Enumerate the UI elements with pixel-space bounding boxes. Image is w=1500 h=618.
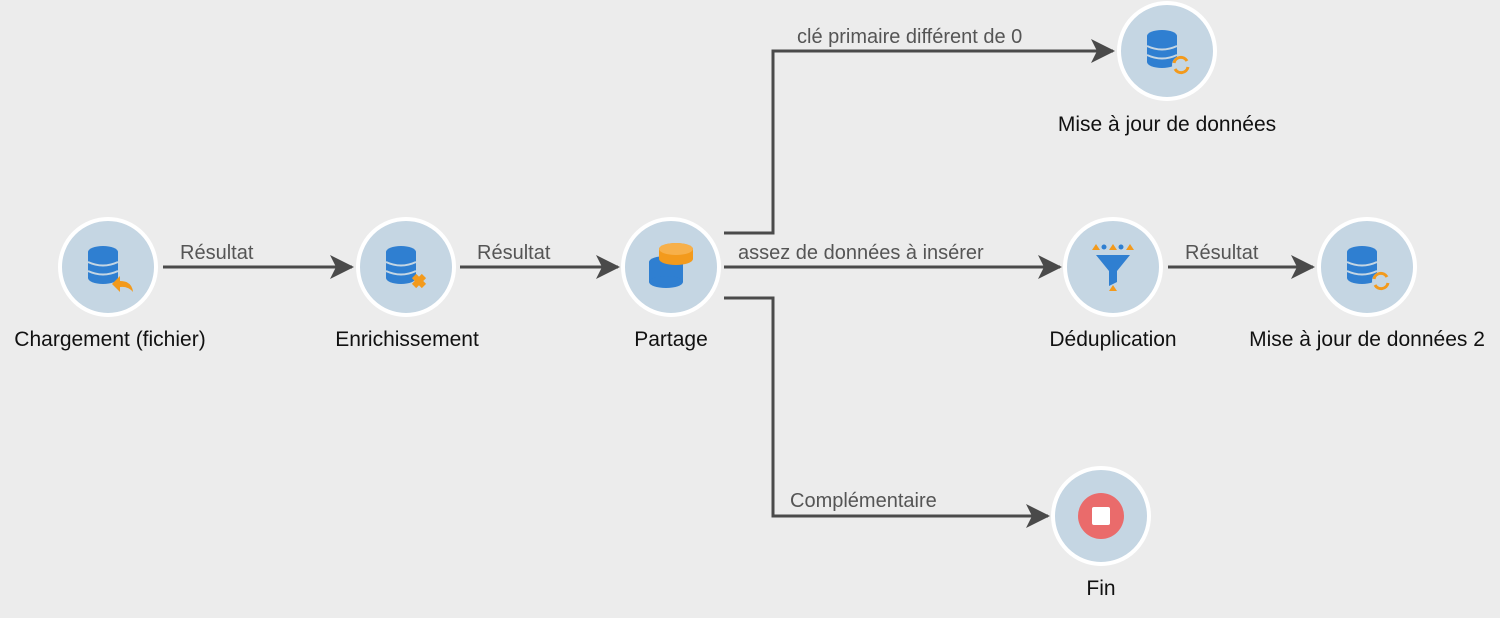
funnel-dedup-icon <box>1092 244 1134 291</box>
node-label-enrichissement: Enrichissement <box>335 328 479 351</box>
node-label-dedup: Déduplication <box>1049 328 1176 351</box>
edges <box>163 39 1315 528</box>
stop-icon <box>1078 493 1124 539</box>
node-label-maj1: Mise à jour de données <box>1058 113 1276 136</box>
node-label-chargement: Chargement (fichier) <box>14 328 205 351</box>
edge-partage-maj1[interactable] <box>724 39 1115 235</box>
node-chargement[interactable]: Chargement (fichier) <box>14 217 206 351</box>
database-enrich-icon <box>385 246 427 289</box>
edge-label-chargement-enrichissement: Résultat <box>180 242 254 264</box>
node-maj2[interactable]: Mise à jour de données 2 <box>1249 217 1485 351</box>
edge-label-partage-maj1: clé primaire différent de 0 <box>797 26 1022 48</box>
database-load-icon <box>87 246 133 292</box>
node-label-fin: Fin <box>1086 577 1115 600</box>
node-dedup[interactable]: Déduplication <box>1049 217 1177 351</box>
edge-label-partage-fin: Complémentaire <box>790 490 937 512</box>
node-partage[interactable]: Partage <box>621 217 721 351</box>
edge-label-partage-dedup: assez de données à insérer <box>738 242 984 264</box>
node-maj1[interactable]: Mise à jour de données <box>1058 1 1276 136</box>
edge-label-enrichissement-partage: Résultat <box>477 242 551 264</box>
edge-label-dedup-maj2: Résultat <box>1185 242 1259 264</box>
node-enrichissement[interactable]: Enrichissement <box>335 217 479 351</box>
node-label-partage: Partage <box>634 328 708 351</box>
database-split-icon <box>649 243 693 288</box>
edge-partage-fin[interactable] <box>724 296 1050 528</box>
node-label-maj2: Mise à jour de données 2 <box>1249 328 1485 351</box>
database-update-icon <box>1146 30 1190 75</box>
edge-labels: Résultat Résultat clé primaire différent… <box>180 26 1259 512</box>
node-fin[interactable]: Fin <box>1051 466 1151 600</box>
database-update-icon <box>1346 246 1390 291</box>
